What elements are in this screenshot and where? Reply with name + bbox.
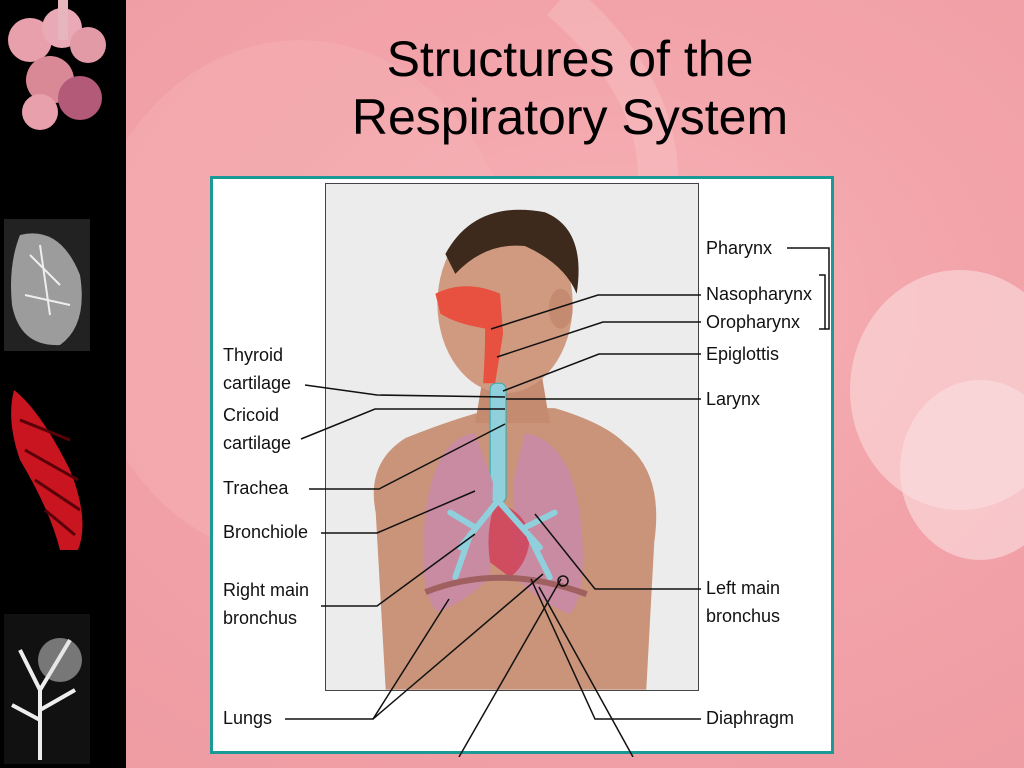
label-bronchiole: Bronchiole (223, 522, 309, 542)
lung-xray-image (4, 219, 90, 351)
label-thyroid-cartilage: Thyroid cartilage (223, 341, 291, 397)
label-pharynx: Pharynx (706, 238, 773, 258)
label-right-main-line2: bronchus (223, 608, 298, 628)
label-cricoid-line1: Cricoid (223, 405, 280, 425)
leader-lines (285, 247, 830, 757)
label-trachea: Trachea (223, 478, 289, 498)
capillary-network-image (11, 390, 83, 550)
label-epiglottis: Epiglottis (706, 344, 780, 364)
title-line-2: Respiratory System (351, 89, 789, 145)
label-thyroid-line2: cartilage (223, 373, 292, 393)
label-thyroid-line1: Thyroid (223, 345, 284, 365)
label-cricoid-cartilage: Cricoid cartilage (223, 401, 291, 457)
label-left-main-line1: Left main (706, 578, 781, 598)
label-diaphragm: Diaphragm (706, 708, 795, 728)
label-cricoid-line2: cartilage (223, 433, 292, 453)
label-right-main-bronchus: Right main bronchus (223, 576, 309, 632)
label-nasopharynx: Nasopharynx (706, 284, 813, 304)
label-lungs: Lungs (223, 708, 273, 728)
label-oropharynx: Oropharynx (706, 312, 801, 332)
slide-title: Structures of the Respiratory System (250, 30, 890, 146)
alveoli-cluster-image (8, 0, 106, 130)
side-image-strip (0, 0, 126, 768)
diagram-frame: Pharynx Nasopharynx Oropharynx Epiglotti… (210, 176, 834, 757)
anatomy-illustration (325, 183, 699, 691)
label-right-main-line1: Right main (223, 580, 310, 600)
bronchial-tree-image (4, 614, 90, 764)
label-larynx: Larynx (706, 389, 761, 409)
label-left-main-line2: bronchus (706, 606, 781, 626)
label-left-main-bronchus: Left main bronchus (706, 574, 780, 630)
title-line-1: Structures of the (386, 31, 754, 87)
